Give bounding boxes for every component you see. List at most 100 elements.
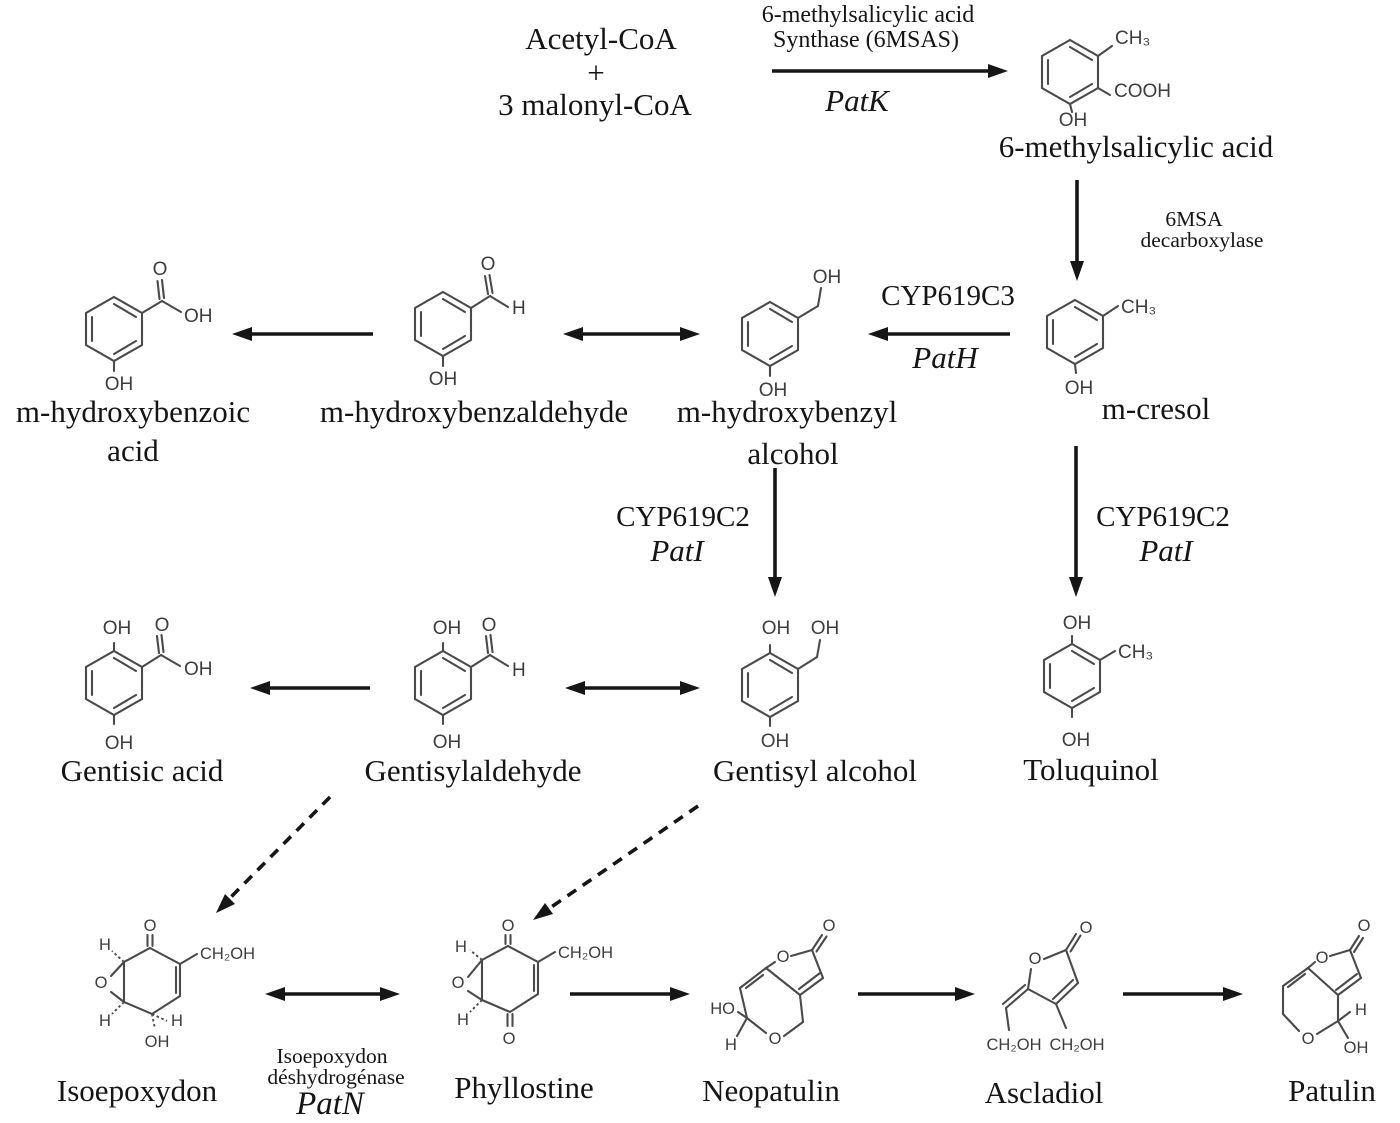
compound-name-isoepoxydon: Isoepoxydon bbox=[56, 1073, 218, 1108]
atom-label-h: H bbox=[512, 660, 526, 681]
atom-label-h: H bbox=[171, 1012, 183, 1030]
atom-label-oh: OH bbox=[1062, 730, 1091, 751]
structure-isoepoxydon: O CH₂OH O H H H OH bbox=[95, 917, 255, 1051]
compound-name-m-hydroxybenzoic-line1: m-hydroxybenzoic bbox=[15, 394, 251, 429]
arrow-path-mcresol-to-benzyl-alcohol bbox=[868, 327, 1010, 341]
structure-patulin: O O O H OH bbox=[1281, 917, 1371, 1057]
arrow-pati-mcresol-to-toluquinol bbox=[1069, 446, 1083, 597]
compound-name-gentisylaldehyde: Gentisylaldehyde bbox=[364, 753, 582, 788]
atom-label-oh: OH bbox=[184, 306, 213, 327]
enzyme-label-6msas-line2: Synthase (6MSAS) bbox=[772, 27, 960, 53]
atom-label-oh: OH bbox=[813, 267, 842, 288]
atom-label-o: O bbox=[95, 974, 108, 992]
arrow-patk bbox=[772, 64, 1008, 78]
double-arrow-benzaldehyde-benzyl-alcohol bbox=[563, 327, 700, 341]
compound-name-gentisyl-alcohol: Gentisyl alcohol bbox=[712, 753, 918, 788]
enzyme-label-patn-line1: Isoepoxydon bbox=[276, 1044, 388, 1068]
atom-label-ch2oh: CH₂OH bbox=[558, 944, 613, 962]
compound-name-phyllostine: Phyllostine bbox=[454, 1070, 594, 1105]
arrow-benzaldehyde-to-benzoic-acid bbox=[232, 327, 373, 341]
atom-label-o: O bbox=[481, 254, 496, 275]
atom-label-ch3: CH₃ bbox=[1115, 28, 1150, 49]
arrow-gentisylaldehyde-to-gentisic-acid bbox=[250, 681, 370, 695]
enzyme-label-cyp619c2-mid: CYP619C2 bbox=[616, 501, 750, 533]
structure-phyllostine: O O CH₂OH O H H bbox=[452, 917, 613, 1048]
atom-label-ch3: CH₃ bbox=[1121, 297, 1156, 318]
compound-name-gentisic-acid: Gentisic acid bbox=[60, 753, 224, 788]
atom-label-h: H bbox=[457, 1011, 469, 1029]
arrow-ascladiol-to-patulin bbox=[1123, 987, 1243, 1001]
atom-label-oh: OH bbox=[145, 1033, 170, 1051]
structure-gentisylaldehyde: OH O H OH bbox=[413, 615, 526, 753]
structure-6-methylsalicylic-acid: CH₃ COOH OH bbox=[1040, 28, 1171, 131]
gene-label-path: PatH bbox=[912, 340, 978, 375]
atom-label-o: O bbox=[1358, 917, 1371, 935]
compound-name-m-hydroxybenzyl-line2: alcohol bbox=[747, 436, 839, 471]
atom-label-ch2oh: CH₂OH bbox=[1050, 1036, 1105, 1054]
arrow-pati-alcohol-to-gentisyl-alcohol bbox=[768, 468, 782, 597]
structure-gentisyl-alcohol: OH OH OH bbox=[740, 618, 839, 752]
atom-label-o: O bbox=[155, 615, 170, 636]
atom-label-h: H bbox=[725, 1036, 737, 1054]
compound-name-m-hydroxybenzaldehyde: m-hydroxybenzaldehyde bbox=[319, 394, 629, 429]
label-plus: + bbox=[587, 55, 605, 90]
atom-label-ch2oh: CH₂OH bbox=[200, 945, 255, 963]
structure-m-cresol: CH₃ OH bbox=[1045, 297, 1156, 399]
structure-gentisic-acid: OH O OH OH bbox=[84, 615, 213, 754]
enzyme-label-patn-line2: déshydrogénase bbox=[267, 1065, 405, 1089]
atom-label-o: O bbox=[1080, 919, 1093, 937]
atom-label-oh: OH bbox=[1059, 110, 1088, 131]
double-arrow-gentisylaldehyde-gentisyl-alcohol bbox=[565, 681, 700, 695]
gene-label-pati-mid: PatI bbox=[650, 533, 704, 568]
atom-label-oh: OH bbox=[105, 374, 134, 395]
atom-label-o: O bbox=[823, 917, 836, 935]
atom-label-oh: OH bbox=[103, 618, 132, 639]
atom-label-oh: OH bbox=[761, 731, 790, 752]
atom-label-oh: OH bbox=[105, 733, 134, 754]
atom-label-h: H bbox=[99, 936, 111, 954]
structure-m-hydroxybenzaldehyde: O H OH bbox=[413, 254, 526, 390]
structure-m-hydroxybenzoic-acid: O OH OH bbox=[84, 259, 213, 395]
dashed-arrow-gentisylaldehyde-to-isoepoxydon bbox=[216, 795, 332, 913]
compound-name-patulin: Patulin bbox=[1288, 1073, 1376, 1108]
atom-label-o: O bbox=[769, 1030, 782, 1048]
atom-label-oh: OH bbox=[433, 618, 462, 639]
compound-name-m-cresol: m-cresol bbox=[1101, 391, 1211, 426]
atom-label-o: O bbox=[1029, 950, 1042, 968]
dashed-arrow-gentisyl-alcohol-to-phyllostine bbox=[533, 804, 700, 920]
atom-label-o: O bbox=[503, 1030, 516, 1048]
compound-name-ascladiol: Ascladiol bbox=[984, 1075, 1104, 1110]
atom-label-oh: OH bbox=[429, 369, 458, 390]
compound-name-6-methylsalicylic-acid: 6-methylsalicylic acid bbox=[998, 129, 1274, 164]
arrow-phyllostine-to-neopatulin bbox=[570, 987, 690, 1001]
enzyme-label-cyp619c3: CYP619C3 bbox=[881, 280, 1015, 312]
compound-name-neopatulin: Neopatulin bbox=[702, 1073, 840, 1108]
atom-label-oh: OH bbox=[1065, 378, 1094, 399]
atom-label-ch3: CH₃ bbox=[1118, 642, 1153, 663]
atom-label-o: O bbox=[1302, 1030, 1315, 1048]
atom-label-cooh: COOH bbox=[1114, 81, 1171, 102]
atom-label-oh: OH bbox=[762, 618, 791, 639]
gene-label-patk: PatK bbox=[825, 83, 889, 118]
enzyme-label-cyp619c2-right: CYP619C2 bbox=[1096, 501, 1230, 533]
atom-label-o: O bbox=[482, 615, 497, 636]
atom-label-oh: OH bbox=[184, 659, 213, 680]
structure-neopatulin: O O HO H O bbox=[710, 917, 835, 1054]
structure-ascladiol: O O CH₂OH CH₂OH bbox=[987, 919, 1105, 1054]
atom-label-oh: OH bbox=[759, 380, 788, 401]
label-malonyl-coa: 3 malonyl-CoA bbox=[498, 87, 692, 122]
structure-toluquinol: OH CH₃ OH bbox=[1042, 613, 1153, 751]
double-arrow-isoepoxydon-phyllostine bbox=[265, 987, 400, 1001]
gene-label-pati-right: PatI bbox=[1139, 533, 1193, 568]
atom-label-o: O bbox=[153, 259, 168, 280]
arrow-6msa-decarboxylase bbox=[1070, 180, 1084, 281]
atom-label-o: O bbox=[144, 917, 157, 935]
gene-label-patn: PatN bbox=[296, 1086, 364, 1122]
compound-name-m-hydroxybenzyl-line1: m-hydroxybenzyl bbox=[676, 394, 898, 429]
enzyme-label-decarboxylase-line1: 6MSA bbox=[1165, 207, 1223, 231]
atom-label-ch2oh: CH₂OH bbox=[987, 1036, 1042, 1054]
atom-label-h: H bbox=[99, 1012, 111, 1030]
label-acetyl-coa: Acetyl-CoA bbox=[525, 21, 677, 56]
atom-label-h: H bbox=[1355, 1001, 1367, 1019]
